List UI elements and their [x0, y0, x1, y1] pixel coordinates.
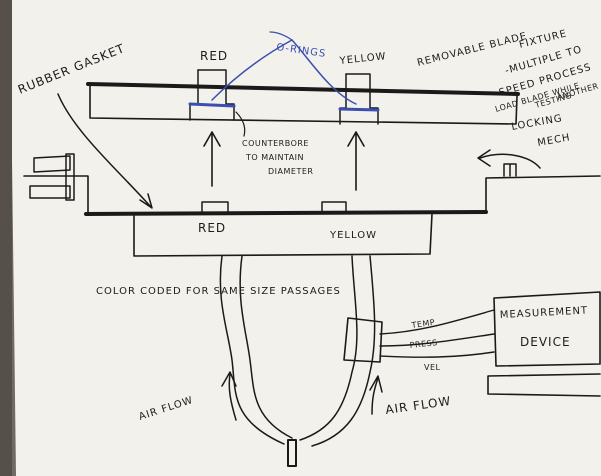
left-dark-edge — [0, 0, 12, 476]
label-counterbore-3: DIAMETER — [268, 167, 313, 176]
label-vel: VEL — [424, 363, 441, 372]
label-counterbore-2: TO MAINTAIN — [245, 153, 304, 162]
label-counterbore-1: COUNTERBORE — [242, 139, 309, 148]
label-yellow-bottom: YELLOW — [329, 230, 377, 241]
label-color-coded: COLOR CODED FOR SAME SIZE PASSAGES — [96, 286, 341, 297]
label-red-bottom: RED — [198, 221, 226, 235]
label-measurement-2: DEVICE — [520, 335, 571, 349]
label-red-top: RED — [200, 49, 228, 63]
